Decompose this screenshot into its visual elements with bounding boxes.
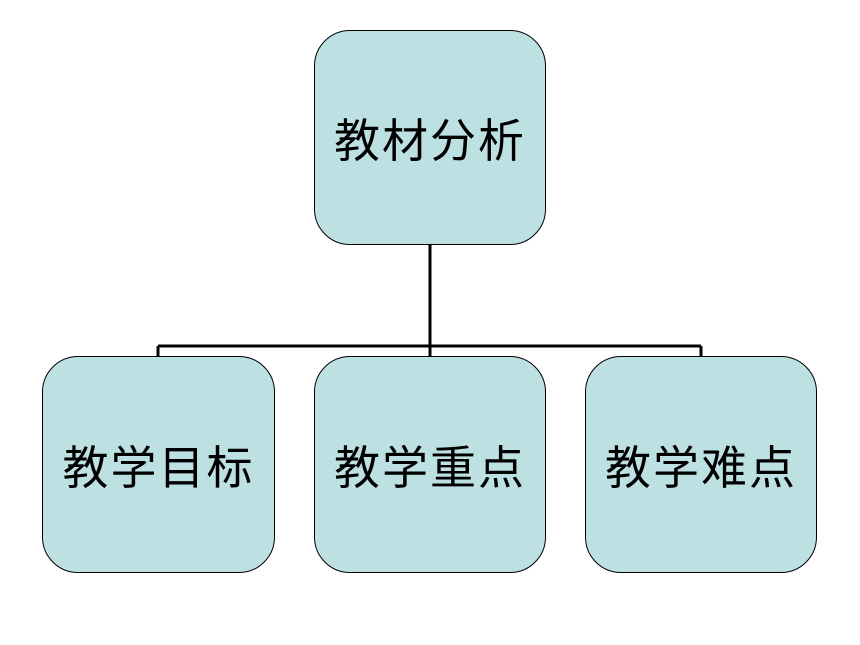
child-node-label: 教学难点	[605, 440, 797, 495]
child-node-label: 教学重点	[334, 440, 526, 495]
child-node-teaching-objectives: 教学目标	[42, 356, 275, 573]
child-node-teaching-key-points: 教学重点	[314, 356, 546, 573]
root-node-label: 教材分析	[334, 113, 526, 168]
child-node-label: 教学目标	[62, 440, 255, 495]
child-node-teaching-difficulties: 教学难点	[585, 356, 817, 573]
root-node: 教材分析	[314, 30, 546, 245]
